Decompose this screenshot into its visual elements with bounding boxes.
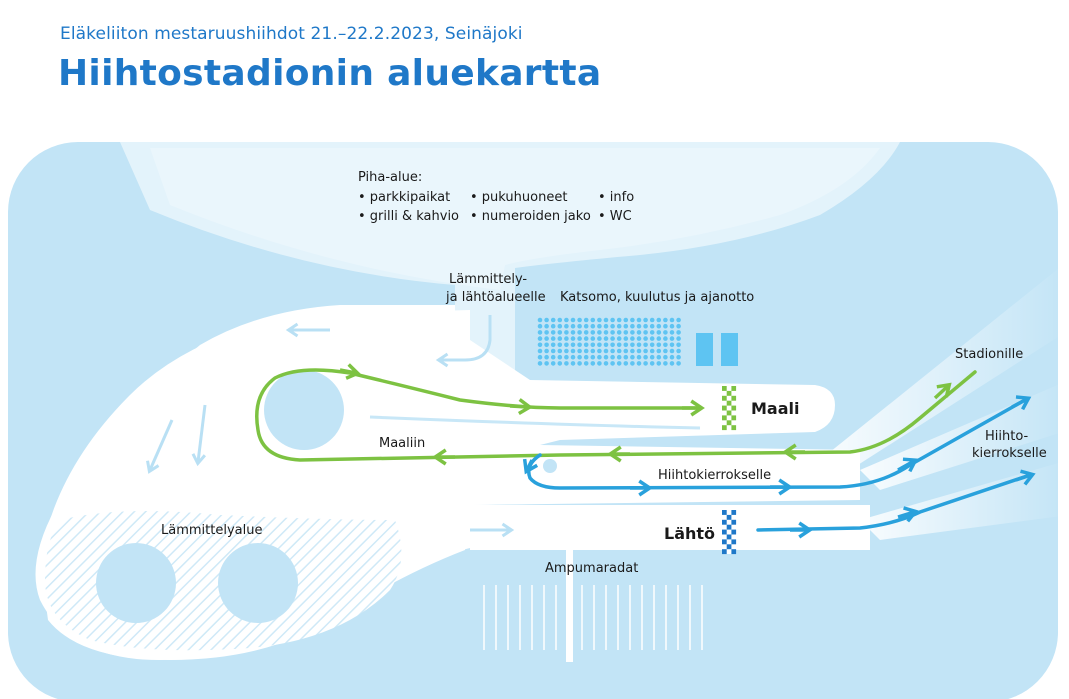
yard-item-dressing: • pukuhuoneet bbox=[470, 190, 567, 205]
finish-checker-flag bbox=[722, 386, 737, 431]
roundabout-island bbox=[264, 370, 344, 450]
stands-label: Katsomo, kuulutus ja ajanotto bbox=[560, 290, 754, 305]
route-blue-start bbox=[756, 473, 1032, 532]
arrow-pale-down-2 bbox=[191, 404, 207, 467]
warmup-circle-1 bbox=[96, 543, 176, 623]
yard-heading: Piha-alue: bbox=[358, 170, 422, 185]
yard-item-info: • info bbox=[598, 190, 634, 205]
yard-item-numbers: • numeroiden jako bbox=[470, 209, 591, 224]
yard-item-grill: • grilli & kahvio bbox=[358, 209, 459, 224]
small-island bbox=[543, 459, 557, 473]
commentary-booth-1 bbox=[696, 333, 713, 366]
start-label: Lähtö bbox=[664, 524, 715, 543]
commentary-booth-2 bbox=[721, 333, 738, 366]
to-stadium-label: Stadionille bbox=[955, 347, 1023, 362]
to-finish-label: Maaliin bbox=[379, 436, 425, 451]
warmup-area-label: Lämmittelyalue bbox=[161, 523, 262, 538]
route-green bbox=[255, 368, 977, 462]
arrow-pale-warmup bbox=[435, 315, 492, 368]
shooting-label: Ampumaradat bbox=[545, 561, 638, 576]
finish-label: Maali bbox=[751, 399, 799, 418]
yard-item-parking: • parkkipaikat bbox=[358, 190, 450, 205]
shooting-lanes bbox=[483, 585, 703, 650]
warmup-circle-2 bbox=[218, 543, 298, 623]
to-trails-label: Hiihtokierrokselle bbox=[658, 468, 771, 483]
corridor-stadium bbox=[820, 260, 1058, 470]
yard-inner bbox=[150, 148, 880, 290]
warmup-start-label-1: Lämmittely- bbox=[449, 272, 527, 287]
trail-loops-label-1: Hiihto- bbox=[985, 429, 1029, 444]
event-subtitle: Eläkeliiton mestaruushiihdot 21.–22.2.20… bbox=[60, 24, 523, 44]
start-checker-flag bbox=[722, 510, 737, 555]
warmup-start-label-2: ja lähtöalueelle bbox=[445, 290, 546, 305]
yard-item-wc: • WC bbox=[598, 209, 632, 224]
shooting-divider bbox=[566, 550, 573, 662]
trail-loops-label-2: kierrokselle bbox=[972, 446, 1047, 461]
stands-seating bbox=[537, 317, 681, 366]
arrow-pale-down-1 bbox=[146, 419, 174, 474]
page-title: Hiihtostadionin aluekartta bbox=[58, 53, 602, 94]
